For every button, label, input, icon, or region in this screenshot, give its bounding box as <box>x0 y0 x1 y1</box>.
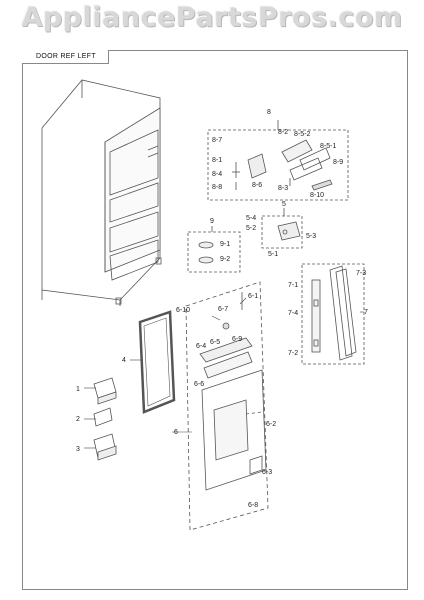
callout-6-5: 6-5 <box>210 339 220 346</box>
callout-9: 9 <box>210 218 214 225</box>
callout-3: 3 <box>76 446 80 453</box>
callout-6: 6 <box>174 429 178 436</box>
callout-5: 5 <box>282 201 286 208</box>
callout-5-3: 5-3 <box>306 233 316 240</box>
callout-8-6: 8-6 <box>252 182 262 189</box>
callout-7-2: 7-2 <box>288 350 298 357</box>
callout-7-1: 7-1 <box>288 282 298 289</box>
callout-6-7: 6-7 <box>218 306 228 313</box>
callout-5-4: 5-4 <box>246 215 256 222</box>
callout-5-2: 5-2 <box>246 225 256 232</box>
leader-lines <box>84 297 364 449</box>
callout-6-1: 6-1 <box>248 293 258 300</box>
callout-8-3: 8-3 <box>278 185 288 192</box>
refrigerator-cabinet <box>41 79 162 306</box>
callout-5-1: 5-1 <box>268 251 278 258</box>
callout-4: 4 <box>122 357 126 364</box>
callout-8-4: 8-4 <box>212 171 222 178</box>
callout-labels: 1 2 3 4 5 5-4 5-2 5-3 5-1 6 6-1 6-2 6-3 … <box>76 109 368 509</box>
callout-8-5-1: 8-5-1 <box>320 143 336 150</box>
watermark-logo: AppliancePartsPros.com <box>21 2 403 33</box>
assembly-9-group <box>187 226 241 273</box>
callout-8-9: 8-9 <box>333 159 343 166</box>
callout-8-5-2: 8-5-2 <box>294 131 310 138</box>
callout-6-6: 6-6 <box>194 381 204 388</box>
callout-7-4: 7-4 <box>288 310 298 317</box>
section-title: DOOR REF LEFT <box>22 50 109 64</box>
callout-6-10: 6-10 <box>176 307 190 314</box>
callout-8-7: 8-7 <box>212 137 222 144</box>
callout-9-1: 9-1 <box>220 241 230 248</box>
assembly-7-group <box>301 263 365 365</box>
callout-7-3: 7-3 <box>356 270 366 277</box>
callout-7: 7 <box>364 309 368 316</box>
callout-8: 8 <box>267 109 271 116</box>
callout-2: 2 <box>76 416 80 423</box>
callout-8-8: 8-8 <box>212 184 222 191</box>
callout-6-8: 6-8 <box>248 502 258 509</box>
door-bins <box>93 377 117 461</box>
callout-8-10: 8-10 <box>310 192 324 199</box>
callout-6-2: 6-2 <box>266 421 276 428</box>
door-assembly <box>185 281 269 531</box>
callout-1: 1 <box>76 386 80 393</box>
assembly-8-group <box>207 120 349 201</box>
assembly-5-group <box>261 208 303 249</box>
callout-8-1: 8-1 <box>212 157 222 164</box>
callout-8-2: 8-2 <box>278 129 288 136</box>
door-gasket-4 <box>138 310 176 414</box>
callout-6-3: 6-3 <box>262 469 272 476</box>
callout-6-9: 6-9 <box>232 336 242 343</box>
callout-9-2: 9-2 <box>220 256 230 263</box>
callout-6-4: 6-4 <box>196 343 206 350</box>
